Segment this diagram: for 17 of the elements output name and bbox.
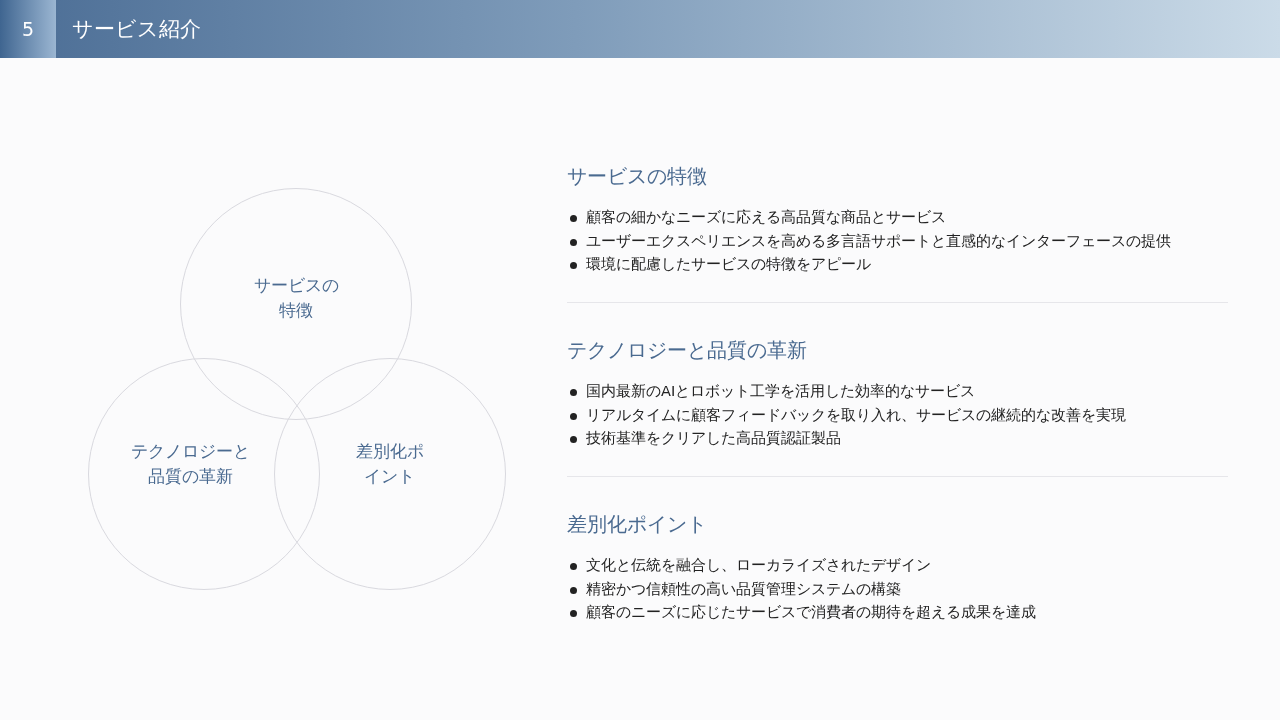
circle-label: 差別化ポイント (355, 440, 425, 488)
section-heading: サービスの特徴 (567, 163, 707, 190)
circle-label: サービスの特徴 (253, 274, 339, 322)
bullet-item: リアルタイムに顧客フィードバックを取り入れ、サービスの継続的な改善を実現 (567, 403, 1227, 427)
section-heading: テクノロジーと品質の革新 (567, 337, 807, 364)
bullet-item: ユーザーエクスペリエンスを高める多言語サポートと直感的なインターフェースの提供 (567, 229, 1227, 253)
circle-label: テクノロジーと品質の革新 (130, 440, 250, 488)
section-heading: 差別化ポイント (567, 511, 707, 538)
bullet-item: 環境に配慮したサービスの特徴をアピール (567, 253, 1227, 277)
bullet-item: 顧客のニーズに応じたサービスで消費者の期待を超える成果を達成 (567, 601, 1227, 625)
slide-title: サービス紹介 (72, 16, 201, 43)
bullet-item: 文化と伝統を融合し、ローカライズされたデザイン (567, 554, 1227, 578)
bullet-item: 顧客の細かなニーズに応える高品質な商品とサービス (567, 206, 1227, 230)
bullet-item: 国内最新のAIとロボット工学を活用した効率的なサービス (567, 380, 1227, 404)
bullet-item: 技術基準をクリアした高品質認証製品 (567, 427, 1227, 451)
bullet-item: 精密かつ信頼性の高い品質管理システムの構築 (567, 577, 1227, 601)
page-number: 5 (0, 0, 56, 58)
